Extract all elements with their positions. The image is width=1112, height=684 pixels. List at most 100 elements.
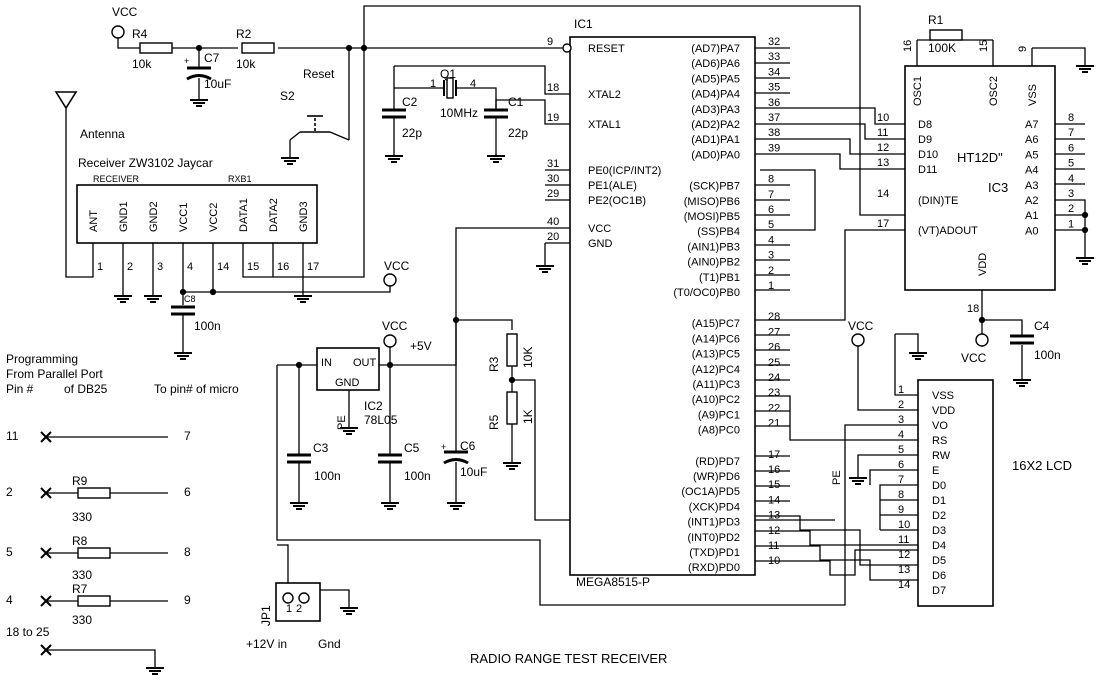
c3-ref: C3 [313,441,329,455]
mcu-pin-number: 30 [547,173,559,185]
c5-ref: C5 [404,441,420,455]
svg-text:+: + [441,442,446,452]
ic2-out: OUT [353,357,377,369]
c7-value: 10uF [204,77,231,91]
receiver-pin-name: GND3 [298,201,310,232]
parallel-port-pin-number: 4 [6,593,13,607]
junction-dots [179,44,1089,384]
r5-value: 1K [521,409,535,424]
mcu-pin-name: (AD2)PA2 [691,119,740,131]
mcu-pin-name: (MISO)PB6 [684,196,740,208]
ic3-pin-number: 7 [1068,127,1074,139]
mcu-pin-number: 28 [768,311,780,323]
mcu-pin-number: 17 [768,449,780,461]
capacitors: + C7 10uF C2 22p C1 22p C8 100n C3 100n … [169,51,1061,483]
r2-body [241,42,275,54]
crystal-q1: Q1 10MHz 1 4 [430,67,478,120]
mcu-pin-name: (SS)PB4 [697,226,740,238]
c1-ref: C1 [508,95,524,109]
r8-value: 330 [72,568,92,582]
ic3-pin-number: 14 [877,188,889,200]
micro-pin-number: 8 [184,545,191,559]
mcu-pin-name: (AD5)PA5 [691,73,740,85]
mcu-pin-name: (AIN0)PB2 [687,257,740,269]
mcu-pin-number: 6 [768,204,774,216]
lcd-pin-number: 2 [898,399,904,411]
r5-ref: R5 [487,414,501,430]
decoder-ic3: HT12D" IC3 OSC116OSC215VSS9D810D911D1012… [877,40,1074,315]
c2-value: 22p [402,126,422,140]
receiver-pin-number: 15 [247,261,259,273]
ic3-pin-number: 8 [1068,112,1074,124]
lcd-pin-name: D4 [932,540,946,552]
reset-label: Reset [303,67,335,81]
receiver-pin-number: 1 [97,261,103,273]
r2-value: 10k [236,57,256,71]
mcu-pin-name: XTAL1 [588,119,621,131]
ic2-in: IN [321,357,332,369]
mcu-pin-number: 14 [768,494,780,506]
mcu-pin-number: 2 [768,265,774,277]
mcu-pin-name: (XCK)PD4 [689,501,740,513]
lcd-pin-name: VDD [932,405,955,417]
receiver-pin-name: DATA2 [268,198,280,232]
lcd-pin-number: 5 [898,444,904,456]
mcu-pin-name: (AD6)PA6 [691,58,740,70]
mcu-pin-number: 40 [547,216,559,228]
mcu-left-pins: RESET9XTAL218XTAL119PE0(ICP/INT2)31PE1(A… [547,36,661,250]
lcd-pin-name: VSS [932,390,954,402]
mcu-pin-number: 5 [768,219,774,231]
mcu-pin-number: 21 [768,418,780,430]
r7-ref: R7 [72,582,88,596]
receiver-pin-name: GND1 [118,201,130,232]
ic3-pin-number: 9 [1017,46,1029,52]
jp1-ref: JP1 [259,605,273,626]
jp1-pin2: 2 [296,603,302,615]
ic3-pin-number: 1 [1068,218,1074,230]
ic3-pin-name: D11 [918,164,937,176]
lcd-pin-name: RS [932,435,947,447]
r3-value: 10K [521,347,535,368]
ic3-pin-name: A7 [1025,119,1038,131]
mcu-pin-number: 22 [768,402,780,414]
svg-text:1: 1 [430,78,436,90]
mcu-pin-number: 11 [768,540,779,552]
ic3-pin-number: 5 [1068,158,1074,170]
ic3-pin-name: VSS [1027,84,1039,106]
lcd-pin-number: 9 [898,504,904,516]
mcu-pin-name: (AIN1)PB3 [687,241,740,253]
pe-label: PE [336,415,348,430]
parallel-port-pin-number: 11 [6,429,19,443]
ic2-part: 78L05 [364,413,398,427]
mcu-pin-name: (AD0)PA0 [691,149,740,161]
mcu-pin-name: (AD7)PA7 [691,43,740,55]
ic1-part: MEGA8515-P [576,575,650,589]
mcu-pin-number: 9 [547,36,553,48]
r1-ref: R1 [928,13,944,27]
vcc-symbols: VCC VCC VCC VCC VCC +5V [111,5,989,365]
mcu-pin-name: (RD)PD7 [695,456,740,468]
receiver-pins: ANT1GND12GND23VCC14VCC214DATA115DATA216G… [88,198,319,273]
lcd-pin-name: D5 [932,555,946,567]
mcu-pin-name: (SCK)PB7 [689,181,740,193]
r1-body [929,29,963,41]
mcu-pin-name: (A8)PC0 [698,425,740,437]
lcd-pin-name: D6 [932,570,946,582]
mcu-pin-number: 29 [547,188,559,200]
ic2-ref: IC2 [364,399,383,413]
antenna: Antenna [54,91,125,141]
ic3-ref: IC3 [988,180,1008,195]
mcu-pin-name: (MOSI)PB5 [684,211,740,223]
mcu-pin-number: 12 [768,525,780,537]
ic3-pin-name: A4 [1025,165,1038,177]
mcu-pin-number: 7 [768,189,774,201]
connector-jp1: 1 2 JP1 +12V in Gnd [246,582,341,651]
lcd-pin-name: E [932,465,939,477]
lcd-pin-name: RW [932,450,951,462]
mcu-pin-number: 13 [768,510,780,522]
mcu-pin-number: 19 [547,112,559,124]
mcu-pin-number: 34 [768,66,780,78]
lcd-pin-number: 6 [898,459,904,471]
